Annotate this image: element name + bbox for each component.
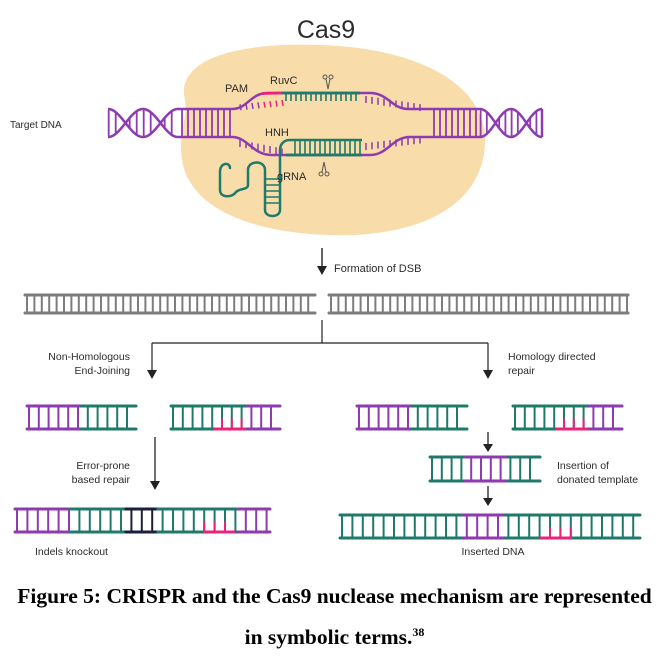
caption-reference: 38 [412, 625, 425, 639]
helix-left-strand-a [108, 107, 178, 139]
top-strand-rung [245, 103, 248, 110]
grna-stem-loop-rungs [265, 178, 280, 204]
top-strand-rung [281, 99, 284, 107]
pam-segment [261, 91, 283, 95]
target-dna-label: Target DNA [10, 120, 62, 131]
inserted-dna-label: Inserted DNA [461, 546, 524, 558]
nhej-fragment-right [169, 404, 282, 431]
hdr-fragment-left [355, 404, 469, 431]
indels-knockout-dna [13, 507, 272, 534]
helix-right-strand-b [480, 107, 542, 139]
scissors-icon [322, 74, 334, 90]
error-prone-label-line1: Error-prone [76, 460, 130, 472]
inserted-dna [338, 513, 642, 540]
top-strand-rung [263, 101, 266, 108]
figure-caption-line1: Figure 5: CRISPR and the Cas9 nuclease m… [0, 578, 669, 614]
nhej-arrow-head [147, 370, 157, 379]
helix-right-strand-a [480, 107, 542, 139]
error-prone-arrow [150, 437, 160, 490]
nhej-label-line1: Non-Homologous [48, 351, 130, 363]
insertion-label-line2: donated template [557, 474, 638, 486]
top-strand-rung [257, 102, 260, 109]
grna-label: gRNA [277, 171, 307, 183]
hnh-label: HNH [265, 127, 289, 139]
hdr-label-line1: Homology directed [508, 351, 596, 363]
scissors-icon [318, 161, 330, 177]
figure-caption-line2: in symbolic terms.38 [0, 614, 669, 655]
insertion-label-line1: Insertion of [557, 460, 609, 472]
dna-fragment-left-gray [23, 293, 317, 315]
bubble-bottom-strand [231, 135, 430, 157]
helix-left-strand-b [108, 107, 178, 139]
crispr-cas9-diagram: Cas9 Target DNA PAM RuvC HNH gRNA Format… [10, 16, 642, 558]
diagram-title: Cas9 [297, 16, 355, 44]
hdr-label-line2: repair [508, 365, 535, 377]
top-strand-rung [251, 102, 254, 110]
dsb-arrow [317, 248, 327, 275]
repair-branch-lines [151, 320, 489, 372]
hdr-arrow-2 [483, 486, 493, 506]
ruvc-label: RuvC [270, 75, 298, 87]
indels-knockout-label: Indels knockout [35, 546, 108, 558]
top-strand-rung [275, 100, 278, 107]
top-strand-rung [269, 101, 272, 108]
formation-dsb-label: Formation of DSB [334, 263, 421, 275]
grna-scaffold [218, 138, 292, 218]
caption-text-2: in symbolic terms. [244, 625, 413, 649]
hdr-arrow-head [483, 370, 493, 379]
hdr-fragment-right [511, 404, 624, 431]
pam-label: PAM [225, 83, 248, 95]
broken-dna-dsb [23, 293, 630, 315]
hdr-arrow-1 [483, 432, 493, 452]
nhej-label-line2: End-Joining [75, 365, 131, 377]
dna-fragment-right-gray [327, 293, 630, 315]
caption-text-1: Figure 5: CRISPR and the Cas9 nuclease m… [17, 584, 652, 608]
donor-template [428, 455, 542, 483]
target-dna-helix [107, 91, 544, 218]
top-strand-rung [239, 104, 242, 111]
nhej-fragment-left [25, 404, 138, 431]
error-prone-label-line2: based repair [72, 474, 131, 486]
bubble-top-strand [231, 91, 430, 111]
